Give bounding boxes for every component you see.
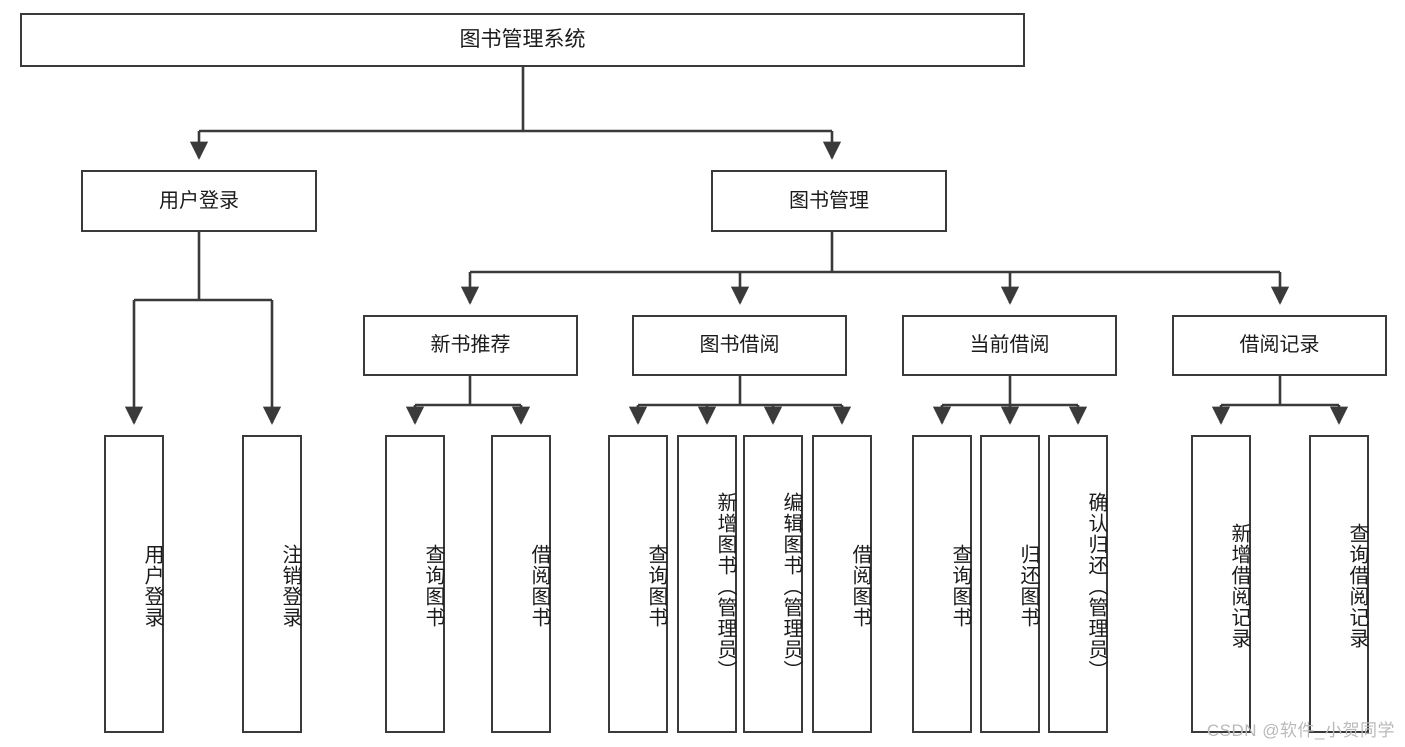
- leaf-current-query-book[interactable]: 查询图书: [912, 435, 972, 733]
- node-label: 新书推荐: [430, 334, 511, 356]
- node-book-management[interactable]: 图书管理: [711, 170, 947, 232]
- node-label: 归还图书: [1017, 544, 1039, 628]
- node-label: 注销登录: [279, 544, 301, 628]
- node-label: 查询图书: [422, 544, 444, 628]
- node-label: 借阅图书: [528, 544, 550, 628]
- node-label: 用户登录: [141, 544, 163, 628]
- node-new-book-recommend[interactable]: 新书推荐: [363, 315, 578, 376]
- leaf-recommend-borrow-book[interactable]: 借阅图书: [491, 435, 551, 733]
- node-label: 查询借阅记录: [1346, 523, 1368, 649]
- node-label: 编辑图书（管理员）: [780, 491, 802, 681]
- leaf-current-confirm-return-admin[interactable]: 确认归还（管理员）: [1048, 435, 1108, 733]
- node-borrow-record[interactable]: 借阅记录: [1172, 315, 1387, 376]
- leaf-current-return-book[interactable]: 归还图书: [980, 435, 1040, 733]
- node-label: 图书管理: [789, 189, 869, 212]
- leaf-user-login[interactable]: 用户登录: [104, 435, 164, 733]
- leaf-record-query-borrow-record[interactable]: 查询借阅记录: [1309, 435, 1369, 733]
- node-user-login[interactable]: 用户登录: [81, 170, 317, 232]
- node-label: 图书管理系统: [459, 27, 586, 51]
- node-label: 借阅图书: [849, 544, 871, 628]
- leaf-borrow-edit-book-admin[interactable]: 编辑图书（管理员）: [743, 435, 803, 733]
- leaf-borrow-add-book-admin[interactable]: 新增图书（管理员）: [677, 435, 737, 733]
- node-label: 借阅记录: [1239, 334, 1320, 356]
- leaf-borrow-borrow-book[interactable]: 借阅图书: [812, 435, 872, 733]
- csdn-watermark: CSDN @软件_小贺同学: [1206, 721, 1395, 740]
- node-label: 查询图书: [949, 544, 971, 628]
- node-label: 新增借阅记录: [1228, 523, 1250, 649]
- node-label: 查询图书: [645, 544, 667, 628]
- node-label: 确认归还（管理员）: [1085, 491, 1107, 681]
- node-current-borrow[interactable]: 当前借阅: [902, 315, 1117, 376]
- node-label: 图书借阅: [699, 334, 780, 356]
- leaf-record-add-borrow-record[interactable]: 新增借阅记录: [1191, 435, 1251, 733]
- node-book-borrow[interactable]: 图书借阅: [632, 315, 847, 376]
- leaf-logout-login[interactable]: 注销登录: [242, 435, 302, 733]
- leaf-recommend-query-book[interactable]: 查询图书: [385, 435, 445, 733]
- node-label: 新增图书（管理员）: [714, 491, 736, 681]
- node-root-system[interactable]: 图书管理系统: [20, 13, 1025, 67]
- leaf-borrow-query-book[interactable]: 查询图书: [608, 435, 668, 733]
- node-label: 当前借阅: [969, 334, 1050, 356]
- node-label: 用户登录: [159, 189, 239, 212]
